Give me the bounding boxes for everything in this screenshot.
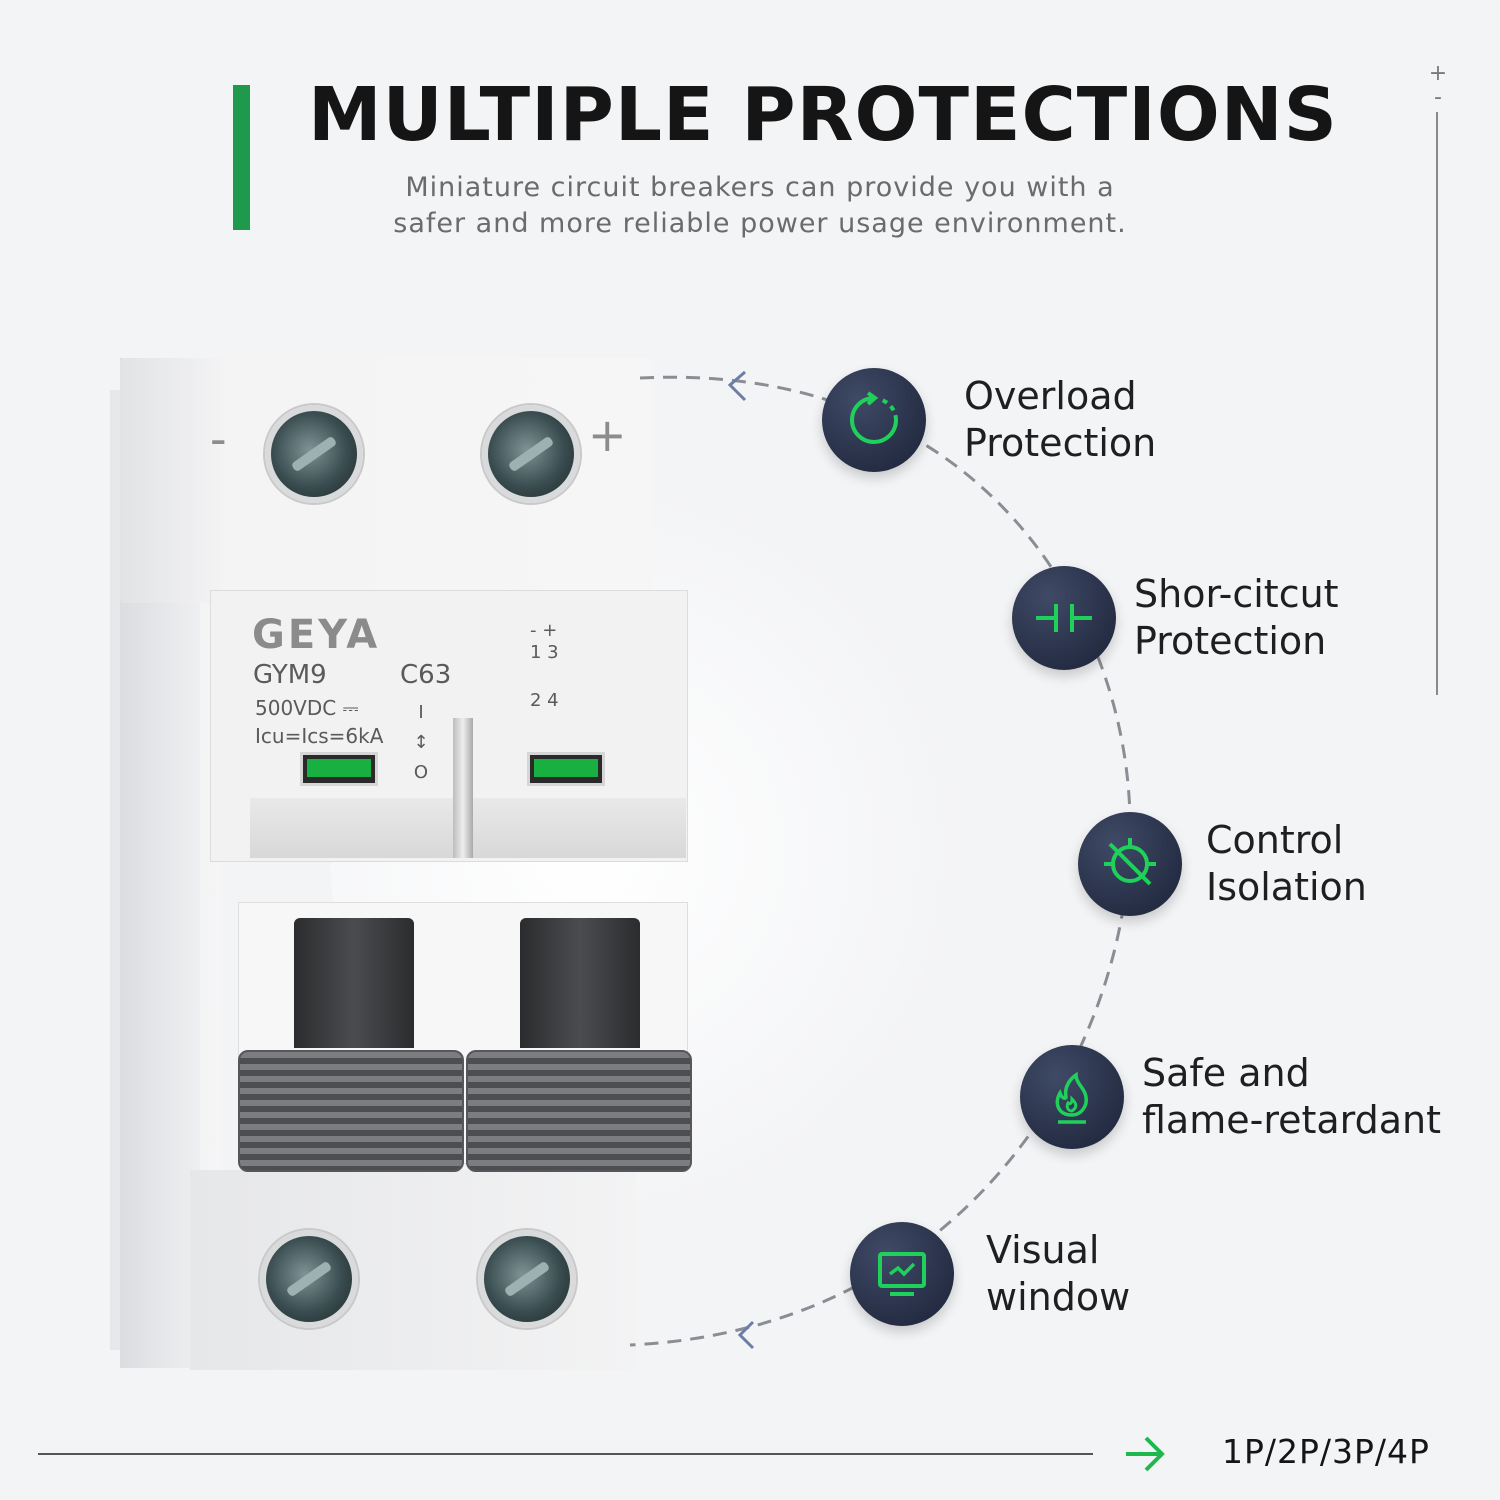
feature-line-2: flame-retardant [1142, 1098, 1442, 1142]
on-off-marks: I ↕ O [413, 702, 429, 783]
footer-divider [38, 1453, 1093, 1455]
feature-line-1: Overload [964, 374, 1137, 418]
feature-label: Control Isolation [1206, 817, 1367, 911]
side-plus-mark: + [1428, 61, 1448, 86]
feature-line-1: Control [1206, 818, 1344, 862]
feature-icon-circle [1012, 566, 1116, 670]
feature-icon-circle [1078, 812, 1182, 916]
feature-label: Safe and flame-retardant [1142, 1050, 1441, 1144]
isolation-icon [1104, 838, 1156, 886]
brand-logo: GEYA [252, 612, 381, 658]
feature-label: Shor-citcut Protection [1134, 571, 1339, 665]
feature-line-2: Isolation [1206, 865, 1367, 909]
feature-icon-circle [822, 368, 926, 472]
terminal-minus-mark: - [210, 412, 227, 466]
feature-label: Overload Protection [964, 373, 1156, 467]
subtitle-line-2: safer and more reliable power usage envi… [393, 208, 1127, 239]
feature-line-2: Protection [964, 421, 1157, 465]
subtitle-line-1: Miniature circuit breakers can provide y… [405, 172, 1115, 203]
feature-icon-circle [850, 1222, 954, 1326]
terminal-screw-top-left [265, 405, 363, 503]
feature-line-2: Protection [1134, 619, 1327, 663]
contacts-icon [1036, 604, 1092, 632]
pole-diagram: - + 1 3 2 4 [530, 620, 559, 712]
side-scale-marks: + - [1426, 62, 1450, 110]
feature-line-1: Visual [986, 1228, 1100, 1272]
arc-arrow-top-icon [727, 370, 747, 402]
cycle-arrow-icon [850, 391, 898, 444]
rating-label: C63 [400, 660, 452, 690]
lever-grip-right [466, 1050, 692, 1172]
status-window-left [300, 752, 378, 786]
model-label: GYM9 [253, 660, 327, 690]
page-title: MULTIPLE PROTECTIONS [308, 72, 1338, 158]
terminal-screw-top-right [482, 405, 580, 503]
arc-arrow-bottom-icon [737, 1320, 755, 1350]
arrow-right-icon [1126, 1436, 1165, 1472]
circuit-breaker-image: - + GEYA GYM9 C63 500VDC ⎓ Icu=Ics=6kA I… [110, 350, 710, 1380]
toggle-lever-right [520, 918, 640, 1048]
terminal-screw-bottom-left [260, 1230, 358, 1328]
breaker-divider-post [453, 718, 473, 858]
side-minus-mark: - [1434, 85, 1442, 110]
toggle-lever-left [294, 918, 414, 1048]
page-subtitle: Miniature circuit breakers can provide y… [360, 170, 1160, 242]
pole-polarity-marks: - + [530, 620, 558, 641]
feature-icon-circle [1020, 1045, 1124, 1149]
voltage-label: 500VDC ⎓ [255, 696, 359, 720]
title-accent-bar [233, 85, 250, 230]
feature-line-2: window [986, 1275, 1131, 1319]
lever-grip-left [238, 1050, 464, 1172]
feature-line-1: Shor-citcut [1134, 572, 1339, 616]
feature-label: Visual window [986, 1227, 1130, 1321]
status-window-right [527, 752, 605, 786]
side-vertical-line [1436, 112, 1438, 695]
pole-input-numbers: 1 3 [530, 642, 559, 663]
monitor-icon [878, 1252, 926, 1296]
terminal-screw-bottom-right [478, 1230, 576, 1328]
feature-line-1: Safe and [1142, 1051, 1310, 1095]
pole-output-numbers: 2 4 [530, 690, 559, 711]
flame-icon [1055, 1071, 1088, 1124]
breaking-capacity-label: Icu=Ics=6kA [255, 724, 384, 748]
terminal-plus-mark: + [588, 408, 627, 462]
pole-options-text: 1P/2P/3P/4P [1222, 1432, 1430, 1471]
